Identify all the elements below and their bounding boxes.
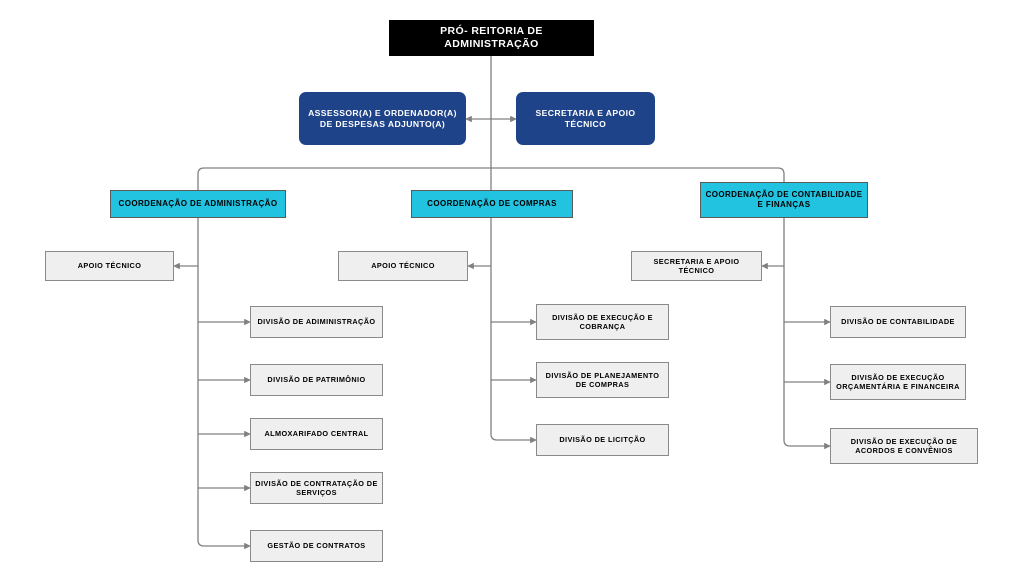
- node-label: DIVISÃO DE PATRIMÔNIO: [267, 375, 366, 385]
- node-root[interactable]: PRÓ- REITORIA DE ADMINISTRAÇÃO: [389, 20, 594, 56]
- node-label: APOIO TÉCNICO: [371, 261, 435, 271]
- node-divisao-execucao-acordos-convenios[interactable]: DIVISÃO DE EXECUÇÃO DE ACORDOS E CONVÊNI…: [830, 428, 978, 464]
- node-divisao-adiministracao[interactable]: DIVISÃO DE ADIMINISTRAÇÃO: [250, 306, 383, 338]
- node-label: PRÓ- REITORIA DE ADMINISTRAÇÃO: [440, 24, 543, 50]
- node-label: SECRETARIA E APOIO TÉCNICO: [653, 256, 740, 275]
- node-label: ALMOXARIFADO CENTRAL: [264, 429, 369, 439]
- node-label: ASSESSOR(A) E ORDENADOR(A) DE DESPESAS A…: [308, 107, 457, 129]
- node-label: DIVISÃO DE CONTRATAÇÃO DE SERVIÇOS: [255, 478, 378, 497]
- node-divisao-planejamento-compras[interactable]: DIVISÃO DE PLANEJAMENTO DE COMPRAS: [536, 362, 669, 398]
- node-label: DIVISÃO DE PLANEJAMENTO DE COMPRAS: [545, 370, 660, 389]
- node-divisao-contratacao-servicos[interactable]: DIVISÃO DE CONTRATAÇÃO DE SERVIÇOS: [250, 472, 383, 504]
- node-almoxarifado-central[interactable]: ALMOXARIFADO CENTRAL: [250, 418, 383, 450]
- node-coordenacao-contabilidade-financas[interactable]: COORDENAÇÃO DE CONTABILIDADE E FINANÇAS: [700, 182, 868, 218]
- node-label: SECRETARIA E APOIO TÉCNICO: [535, 107, 636, 129]
- node-label: DIVISÃO DE CONTABILIDADE: [841, 317, 955, 327]
- node-label: COORDENAÇÃO DE CONTABILIDADE E FINANÇAS: [705, 190, 863, 209]
- node-label: COORDENAÇÃO DE COMPRAS: [427, 199, 557, 208]
- node-label: APOIO TÉCNICO: [77, 261, 142, 271]
- node-secretaria-apoio-tecnico[interactable]: SECRETARIA E APOIO TÉCNICO: [516, 92, 655, 145]
- node-divisao-licitcao[interactable]: DIVISÃO DE LICITÇÃO: [536, 424, 669, 456]
- node-label: DIVISÃO DE ADIMINISTRAÇÃO: [257, 317, 376, 327]
- node-divisao-execucao-cobranca[interactable]: DIVISÃO DE EXECUÇÃO E COBRANÇA: [536, 304, 669, 340]
- node-label: DIVISÃO DE EXECUÇÃO ORÇAMENTÁRIA E FINAN…: [836, 372, 960, 391]
- node-coordenacao-compras[interactable]: COORDENAÇÃO DE COMPRAS: [411, 190, 573, 218]
- node-divisao-contabilidade[interactable]: DIVISÃO DE CONTABILIDADE: [830, 306, 966, 338]
- node-label: DIVISÃO DE EXECUÇÃO DE ACORDOS E CONVÊNI…: [850, 436, 958, 455]
- node-assessor-ordenador[interactable]: ASSESSOR(A) E ORDENADOR(A) DE DESPESAS A…: [299, 92, 466, 145]
- node-apoio-tecnico-administracao[interactable]: APOIO TÉCNICO: [45, 251, 174, 281]
- node-apoio-tecnico-compras[interactable]: APOIO TÉCNICO: [338, 251, 468, 281]
- node-gestao-contratos[interactable]: GESTÃO DE CONTRATOS: [250, 530, 383, 562]
- node-label: DIVISÃO DE EXECUÇÃO E COBRANÇA: [552, 312, 653, 331]
- node-divisao-execucao-orcamentaria-financeira[interactable]: DIVISÃO DE EXECUÇÃO ORÇAMENTÁRIA E FINAN…: [830, 364, 966, 400]
- node-coordenacao-administracao[interactable]: COORDENAÇÃO DE ADMINISTRAÇÃO: [110, 190, 286, 218]
- node-label: DIVISÃO DE LICITÇÃO: [559, 435, 646, 445]
- node-label: GESTÃO DE CONTRATOS: [267, 541, 366, 551]
- node-secretaria-apoio-tecnico-contabilidade[interactable]: SECRETARIA E APOIO TÉCNICO: [631, 251, 762, 281]
- node-label: COORDENAÇÃO DE ADMINISTRAÇÃO: [118, 199, 278, 208]
- node-divisao-patrimonio[interactable]: DIVISÃO DE PATRIMÔNIO: [250, 364, 383, 396]
